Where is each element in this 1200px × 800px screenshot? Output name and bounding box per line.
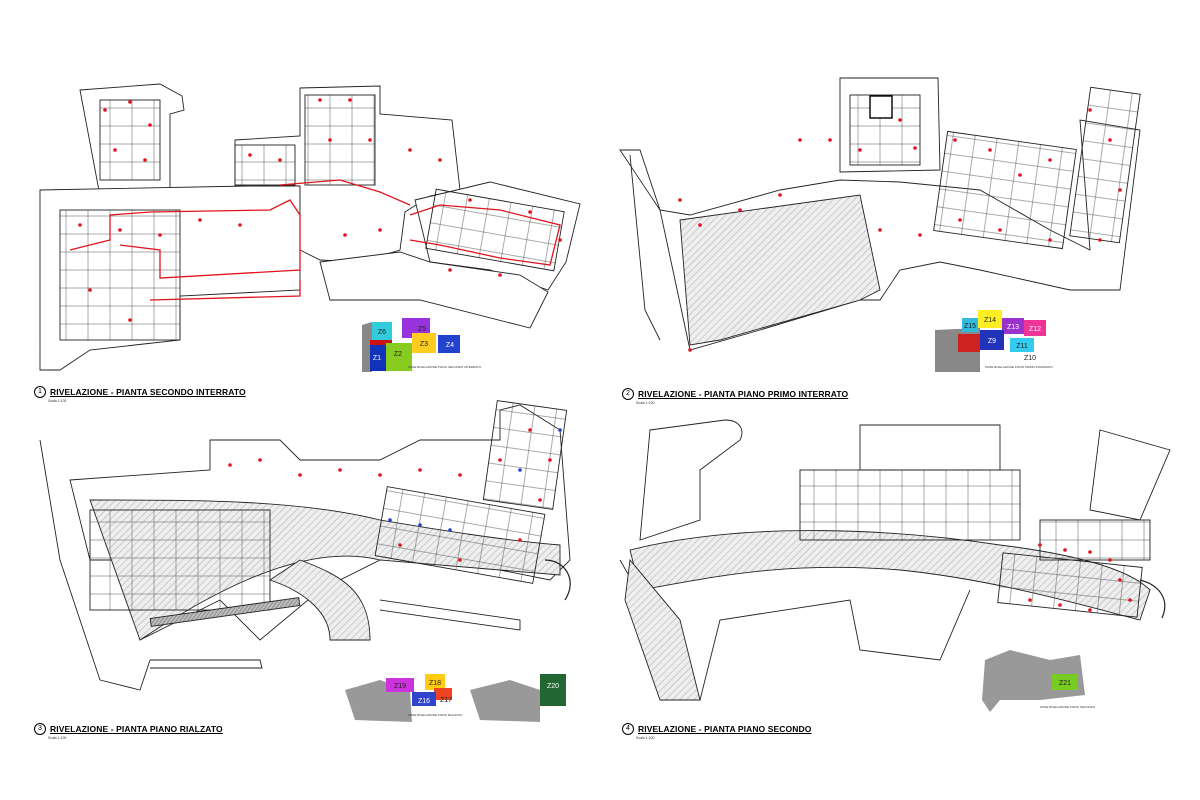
zone-z18 — [425, 674, 445, 690]
panel-2-caption: 2 RIVELAZIONE - PIANTA PIANO PRIMO INTER… — [622, 388, 848, 400]
panel-3-number: 3 — [34, 723, 46, 735]
zone-z20 — [540, 674, 566, 706]
zone-label-z4: Z4 — [446, 342, 454, 349]
zone-z14 — [978, 310, 1002, 328]
zone-key-plan-4: Z21 ZONE RIVELAZIONE PIANO SECONDO — [982, 650, 1096, 712]
panel-2-number: 2 — [622, 388, 634, 400]
panel-4-number: 4 — [622, 723, 634, 735]
zone-z4 — [438, 335, 460, 353]
zone-z3 — [412, 333, 436, 353]
detector-markers-3 — [228, 428, 562, 562]
zone-label-z3: Z3 — [420, 341, 428, 348]
zone-label-z10: Z10 — [1024, 355, 1036, 362]
panel-4-title: RIVELAZIONE - PIANTA PIANO SECONDO — [638, 724, 812, 734]
zone-key-plan-2: Z14 Z15 Z13 Z12 Z9 Z11 Z10 ZONE RIVELAZI… — [935, 310, 1053, 372]
panel-4-caption: 4 RIVELAZIONE - PIANTA PIANO SECONDO — [622, 723, 811, 735]
zone-z2 — [386, 343, 412, 371]
zone-z16 — [412, 692, 436, 706]
panel-4-scale: Scala 1:100 — [636, 736, 655, 740]
zone-label-z18: Z18 — [429, 680, 441, 687]
panel-1-title: RIVELAZIONE - PIANTA SECONDO INTERRATO — [50, 387, 246, 397]
floor-plan-1 — [39, 83, 581, 371]
detector-markers-4 — [1028, 543, 1132, 612]
zone-label-z1: Z1 — [373, 355, 381, 362]
zone-label-z5: Z5 — [418, 326, 426, 333]
zone-note-3: ZONE RIVELAZIONE PIANO RIALZATO — [408, 713, 463, 717]
floor-plan-4 — [619, 419, 1171, 702]
zone-label-z12: Z12 — [1029, 326, 1041, 333]
zone-note-4: ZONE RIVELAZIONE PIANO SECONDO — [1040, 705, 1096, 709]
zone-label-z19: Z19 — [394, 683, 406, 690]
zone-note-2: ZONE RIVELAZIONE PIANO PRIMO INTERRATO — [985, 365, 1053, 369]
panel-3-scale: Scala 1:100 — [48, 736, 67, 740]
zone-z1 — [370, 345, 386, 371]
zone-z17 — [434, 688, 452, 700]
zone-z15 — [962, 318, 978, 332]
zone-label-z15: Z15 — [964, 323, 976, 330]
zone-key-plan-3b: Z20 — [470, 674, 566, 722]
zone-key-plan-3a: Z19 Z18 Z16 Z17 ZONE RIVELAZIONE PIANO R… — [345, 674, 463, 722]
zone-z6 — [372, 322, 392, 342]
zone-z21 — [1052, 674, 1078, 690]
detector-markers-1 — [78, 98, 562, 322]
floor-plan-3 — [39, 400, 571, 691]
panel-1-number: 1 — [34, 386, 46, 398]
zone-note-1: ZONE RIVELAZIONE PIANO SECONDO INTERRATO — [408, 365, 482, 369]
zone-z9 — [980, 330, 1004, 350]
panel-2-title: RIVELAZIONE - PIANTA PIANO PRIMO INTERRA… — [638, 389, 849, 399]
panel-3-title: RIVELAZIONE - PIANTA PIANO RIALZATO — [50, 724, 223, 734]
panel-1-scale: Scala 1:100 — [48, 399, 67, 403]
zone-key-plan-1: Z6 Z5 Z3 Z4 Z1 Z2 ZONE RIVELAZIONE PIANO… — [362, 318, 482, 372]
zone-label-z20: Z20 — [547, 683, 559, 690]
panel-2-scale: Scala 1:100 — [636, 401, 655, 405]
zone-label-z17: Z17 — [440, 697, 452, 704]
panel-1-caption: 1 RIVELAZIONE - PIANTA SECONDO INTERRATO — [34, 386, 246, 398]
zone-z10 — [958, 334, 980, 352]
zone-label-z14: Z14 — [984, 317, 996, 324]
floor-plan-2 — [619, 77, 1141, 351]
zone-z19 — [386, 678, 414, 692]
zone-label-z21: Z21 — [1059, 680, 1071, 687]
zone-label-z16: Z16 — [418, 698, 430, 705]
zone-label-z6: Z6 — [378, 329, 386, 336]
zone-z11 — [1010, 338, 1034, 352]
zone-label-z2: Z2 — [394, 351, 402, 358]
zone-label-z13: Z13 — [1007, 324, 1019, 331]
zone-z13 — [1002, 318, 1024, 334]
panel-3-caption: 3 RIVELAZIONE - PIANTA PIANO RIALZATO — [34, 723, 223, 735]
detector-markers-2 — [678, 108, 1122, 352]
zone-label-z11: Z11 — [1016, 343, 1028, 350]
zone-z12 — [1024, 320, 1046, 336]
zone-label-z9: Z9 — [988, 338, 996, 345]
